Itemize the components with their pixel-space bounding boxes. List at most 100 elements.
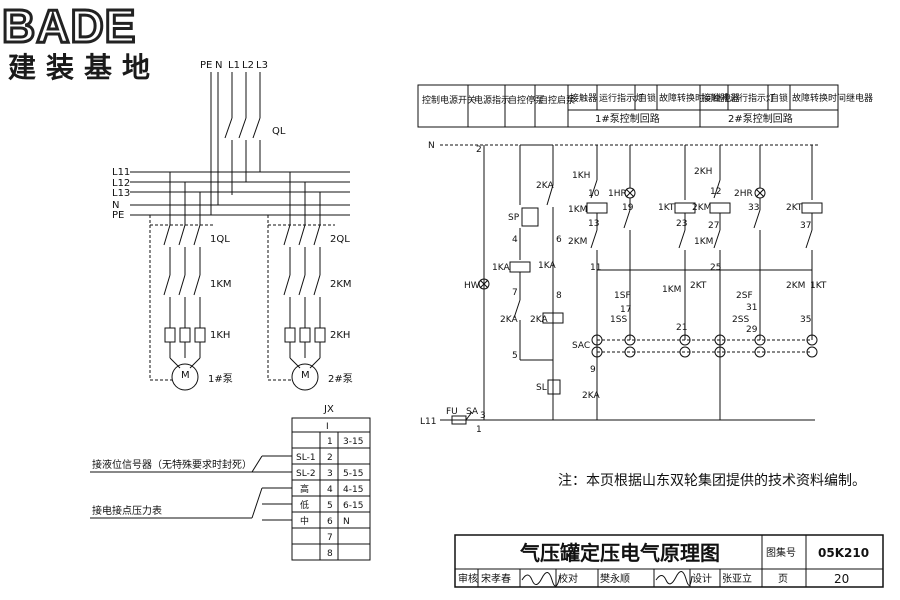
ctl-label: 37: [800, 221, 811, 231]
ctl-label: 1KM: [694, 237, 713, 247]
jx-row-sig: 中: [300, 515, 309, 527]
bus-l12: L12: [112, 178, 130, 189]
ctl-label: 10: [588, 189, 600, 199]
ctl-label: 1KT: [810, 281, 827, 291]
ctl-label: 33: [748, 203, 759, 213]
ctl-label: 1KM: [662, 285, 681, 295]
ctl-label: 2SF: [736, 291, 753, 301]
hdr-cell-9: 运行指示灯: [730, 92, 775, 104]
header-table-grid: [417, 84, 839, 128]
ctl-label: 23: [676, 219, 687, 229]
ctl-label: 6: [556, 235, 562, 245]
jx-table: JX I 1 3-15 SL-1 2 SL-2 3 5-15 高 4 4-15 …: [92, 404, 363, 559]
ctl-label: 2SS: [732, 315, 749, 325]
jx-row-sig: SL-2: [296, 469, 316, 479]
ctl-label: 2KA: [582, 391, 600, 401]
hdr-cell-11: 故障转换时间继电器: [792, 92, 873, 104]
footnote: 注：本页根据山东双轮集团提供的技术资料编制。: [558, 473, 866, 489]
hdr-cell-7: 故障转换时间继电器: [659, 92, 740, 104]
jx-label-pressure: 接电接点压力表: [92, 504, 162, 517]
control-circuit: [440, 144, 823, 425]
ctl-label: 12: [710, 187, 721, 197]
bus-l13: L13: [112, 188, 130, 199]
bus-pe: PE: [112, 210, 124, 221]
ctl-label: 2KM: [786, 281, 805, 291]
pump1-contactor: 1KM: [210, 279, 232, 290]
ctl-label: 13: [588, 219, 599, 229]
hdr-cell-8: 接触器: [702, 92, 729, 104]
ctl-label: 5: [512, 351, 518, 361]
signature-review: [521, 572, 561, 587]
main-switch-label: QL: [272, 126, 286, 137]
drawing-title: 气压罐定压电气原理图: [519, 541, 720, 565]
brand-subtitle: 建装基地: [8, 51, 161, 84]
jx-row-no: 3: [327, 469, 333, 479]
control-labels: N 2 2KA 1KH 10 1HR 19 1KM 13 2KM 2KH 12 …: [420, 141, 827, 435]
ctl-label: 1KA: [492, 263, 510, 273]
jx-title: JX: [323, 404, 334, 415]
jx-row-no: 1: [327, 437, 333, 447]
ctl-label: 1KT: [658, 203, 675, 213]
ctl-label: 29: [746, 325, 758, 335]
ctl-label: 1KH: [572, 171, 590, 181]
jx-row-term: 3-15: [343, 437, 363, 447]
title-block: 气压罐定压电气原理图 图集号 05K210 审核 宋孝春 校对 樊永顺 设计 张…: [458, 541, 869, 587]
bus-l11: L11: [112, 167, 130, 178]
ctl-label: 2KT: [786, 203, 803, 213]
power-labels: PE N L1 L2 L3 QL L11 L12 L13 N PE 1QL 1K…: [112, 60, 353, 385]
jx-row-term: 5-15: [343, 469, 363, 479]
bus-top-pe: PE: [200, 60, 212, 71]
hdr-cell-1: 电源指示: [474, 94, 510, 106]
hdr-group2: 2#泵控制回路: [728, 112, 793, 125]
pump1-motor-symbol: M: [181, 370, 190, 381]
pump2-label: 2#泵: [328, 373, 353, 385]
ctl-label: 2KA: [536, 181, 554, 191]
bus-top-n: N: [215, 60, 222, 71]
ctl-label: 21: [676, 323, 687, 333]
jx-row-no: 2: [327, 453, 333, 463]
ctl-label: 2HR: [734, 189, 753, 199]
signature-check: [655, 571, 693, 586]
pump2-breaker: 2QL: [330, 234, 350, 245]
ctl-label: 27: [708, 221, 719, 231]
jx-row-no: 4: [327, 485, 333, 495]
bus-n: N: [112, 200, 119, 211]
jx-row-term: 4-15: [343, 485, 363, 495]
review-label: 审核: [458, 572, 478, 585]
jx-row-sig: 低: [300, 499, 309, 511]
check-name: 樊永顺: [600, 572, 630, 585]
check-label: 校对: [558, 572, 578, 585]
bus-top-l1: L1: [228, 60, 240, 71]
ctl-label: 2KM: [568, 237, 587, 247]
ctl-label: L11: [420, 417, 436, 427]
ctl-label: N: [428, 141, 435, 151]
ctl-label: 1KM: [568, 205, 587, 215]
ctl-label: 1KA: [538, 261, 556, 271]
review-name: 宋孝春: [481, 572, 511, 585]
brand-logo: BADE: [1, 0, 137, 54]
design-label: 设计: [692, 572, 712, 585]
pump2-relay: 2KH: [330, 330, 350, 341]
pump2-motor-symbol: M: [301, 370, 310, 381]
jx-row-no: 7: [327, 533, 333, 543]
ctl-label: SL: [536, 383, 547, 393]
ctl-label: 35: [800, 315, 811, 325]
jx-row-term: 6-15: [343, 501, 363, 511]
ctl-label: HW: [464, 281, 480, 291]
set-number: 05K210: [818, 546, 869, 560]
jx-row-no: 8: [327, 549, 333, 559]
ctl-label: 2KA: [530, 315, 548, 325]
ctl-label: 1HR: [608, 189, 627, 199]
ctl-label: 31: [746, 303, 757, 313]
pump2-contactor: 2KM: [330, 279, 352, 290]
ctl-label: 4: [512, 235, 518, 245]
hdr-cell-0: 控制电源开关: [422, 94, 476, 106]
set-label: 图集号: [766, 546, 796, 559]
ctl-label: 11: [590, 263, 601, 273]
bus-top-l2: L2: [242, 60, 254, 71]
jx-label-level: 接液位信号器（无特殊要求时封死）: [92, 458, 252, 471]
ctl-label: 2KA: [500, 315, 518, 325]
ctl-label: 2KT: [690, 281, 707, 291]
ctl-label: 7: [512, 288, 518, 298]
